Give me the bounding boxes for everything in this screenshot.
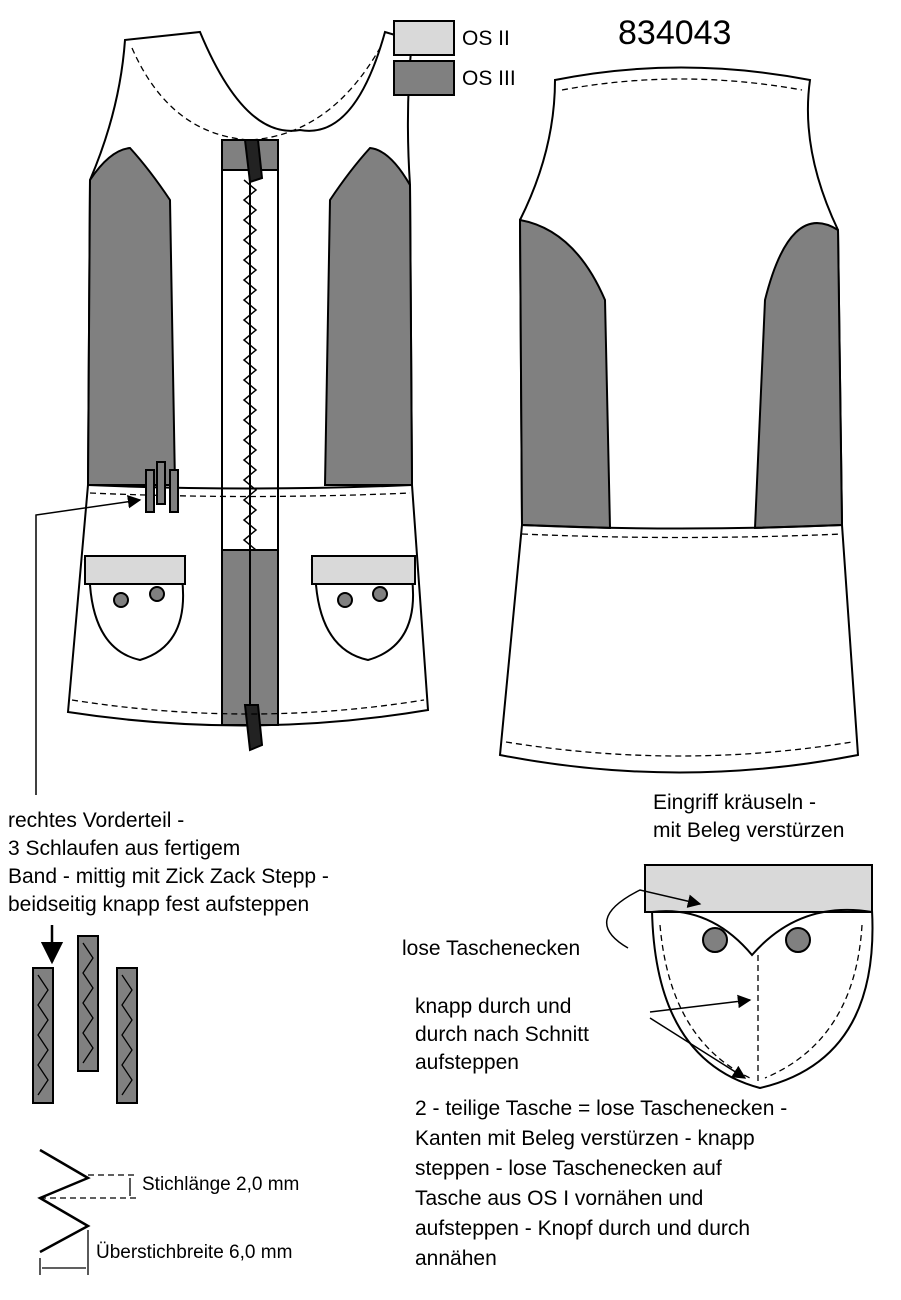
- loops-detail: [32, 925, 138, 1104]
- gather-note-line-2: mit Beleg verstürzen: [653, 819, 845, 842]
- loops-note-line-4: beidseitig knapp fest aufsteppen: [8, 893, 310, 916]
- loose-corners-label: lose Taschenecken: [402, 937, 581, 960]
- stitch-length-label: Stichlänge 2,0 mm: [142, 1174, 300, 1195]
- style-number: 834043: [618, 14, 732, 52]
- front-view: [66, 30, 430, 752]
- legend-label-os2: OS II: [462, 27, 510, 50]
- pocket-note-line-4: Tasche aus OS I vornähen und: [415, 1187, 704, 1210]
- loops-note-line-2: 3 Schlaufen aus fertigem: [8, 837, 241, 860]
- front-side-panel-left: [86, 146, 177, 486]
- stitch-through-line-2: durch nach Schnitt: [415, 1023, 589, 1046]
- loops-note-line-3: Band - mittig mit Zick Zack Stepp -: [8, 865, 329, 888]
- back-side-panel-right: [753, 222, 844, 530]
- stitch-through-line-3: aufsteppen: [415, 1051, 519, 1074]
- loops-leader-line: [35, 495, 142, 795]
- legend-label-os3: OS III: [462, 67, 516, 90]
- zigzag-stitch-diagram: [37, 1148, 138, 1275]
- stitch-width-label: Überstichbreite 6,0 mm: [96, 1242, 293, 1263]
- pocket-note-line-6: annähen: [415, 1247, 497, 1270]
- legend-swatch-os2: [393, 20, 455, 56]
- pocket-note-line-5: aufsteppen - Knopf durch und durch: [415, 1217, 751, 1240]
- legend-swatch-os3: [393, 60, 455, 96]
- front-side-panel-right: [323, 146, 414, 486]
- back-side-panel-left: [518, 218, 612, 530]
- back-view: [498, 66, 860, 774]
- gather-note-line-1: Eingriff kräuseln -: [653, 791, 817, 814]
- pocket-note-line-3: steppen - lose Taschenecken auf: [415, 1157, 722, 1180]
- pocket-note-line-1: 2 - teilige Tasche = lose Taschenecken -: [415, 1097, 788, 1120]
- pocket-detail: [643, 863, 874, 1090]
- pocket-note-line-2: Kanten mit Beleg verstürzen - knapp: [415, 1127, 755, 1150]
- stitch-through-line-1: knapp durch und: [415, 995, 572, 1018]
- loops-note-line-1: rechtes Vorderteil -: [8, 809, 185, 832]
